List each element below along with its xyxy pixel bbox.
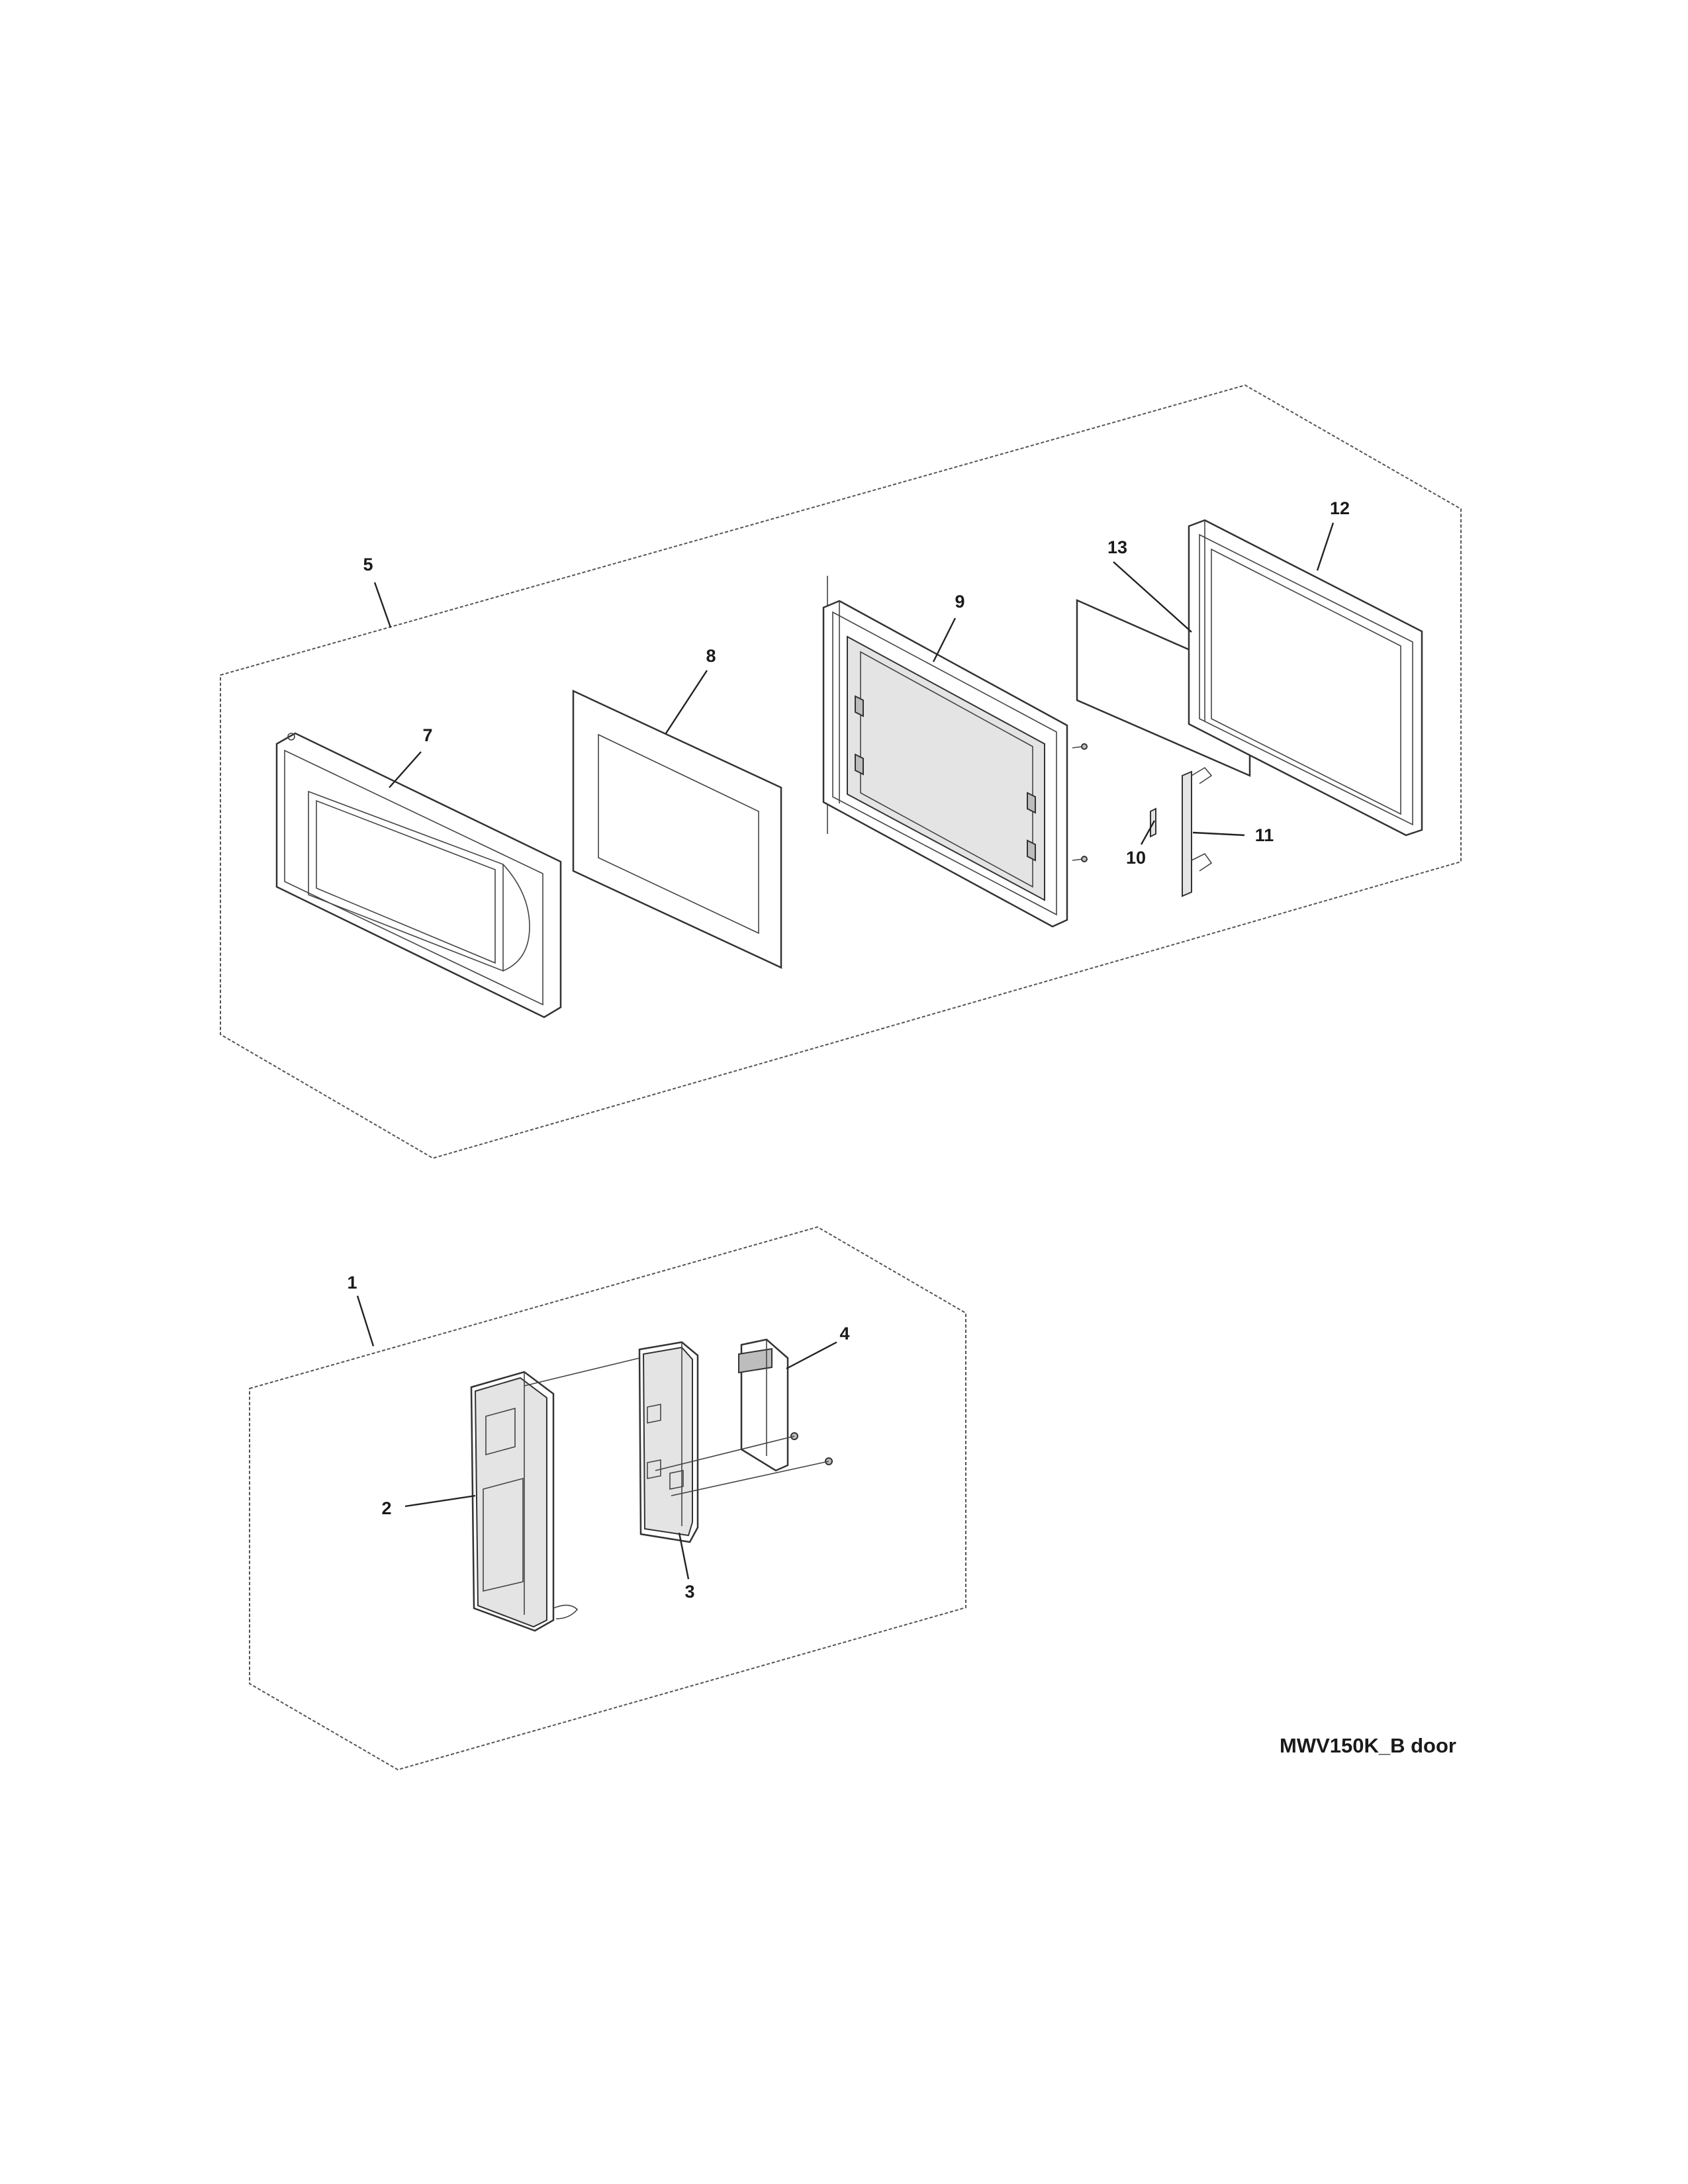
guide-line-2-to-3: [524, 1357, 640, 1387]
leader-7: [389, 751, 422, 788]
leader-2: [404, 1494, 476, 1508]
callout-12: 12: [1330, 498, 1350, 518]
leader-3: [678, 1532, 690, 1580]
part-8-outer-glass: [572, 690, 782, 969]
callout-2: 2: [381, 1498, 391, 1518]
callout-13: 13: [1107, 537, 1127, 557]
leader-4: [786, 1341, 837, 1370]
assembly-group-5-outline: [220, 384, 1462, 1160]
callout-11: 11: [1255, 825, 1274, 845]
leader-5: [373, 582, 392, 628]
guide-line-3-to-4-lower: [671, 1461, 829, 1496]
callout-4: 4: [839, 1324, 849, 1343]
assembly-group-1-outline: [249, 1226, 966, 1771]
callout-8: 8: [706, 646, 716, 666]
callout-10: 10: [1126, 848, 1146, 868]
callout-9: 9: [955, 592, 964, 612]
callout-3: 3: [684, 1582, 694, 1602]
part-7-door-frame: [275, 732, 562, 1019]
callout-7: 7: [422, 725, 432, 745]
leader-9: [932, 617, 957, 662]
leader-11: [1192, 831, 1245, 837]
leader-1: [356, 1295, 375, 1347]
leader-13: [1113, 561, 1192, 633]
part-4-control-pcb: [738, 1338, 789, 1472]
part-3-board-bracket: [638, 1341, 699, 1543]
part-2-control-panel: [470, 1371, 579, 1632]
guide-line-3-to-4-upper: [655, 1435, 795, 1471]
part-12-choke-cover: [1188, 519, 1423, 837]
part-9-inner-door-panel: [822, 576, 1088, 928]
leader-10: [1140, 820, 1156, 845]
callout-1: 1: [347, 1273, 357, 1293]
diagram-caption: MWV150K_B door: [1280, 1734, 1456, 1757]
leader-8: [665, 670, 708, 734]
leader-12: [1316, 522, 1335, 571]
callout-5: 5: [363, 555, 373, 574]
part-11-latch-hook: [1182, 766, 1213, 897]
